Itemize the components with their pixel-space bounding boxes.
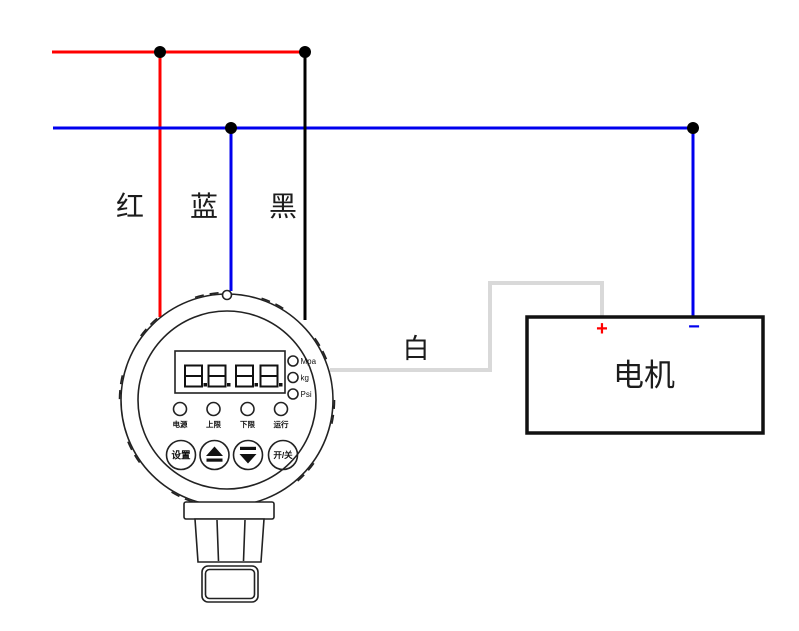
power-lamp-icon bbox=[172, 401, 188, 417]
stem-flange bbox=[183, 501, 275, 520]
mpa-led-icon bbox=[287, 355, 299, 367]
run-lamp-icon bbox=[273, 401, 289, 417]
button-row: 设置 开/关 bbox=[165, 439, 299, 471]
junction-dot bbox=[154, 46, 166, 58]
unit-label-mpa: Mpa bbox=[301, 357, 317, 366]
gauge-face-ring bbox=[137, 310, 317, 490]
gauge-stem bbox=[183, 501, 275, 603]
motor-name-label: 电机 bbox=[613, 358, 675, 393]
stem-thread-inner-line bbox=[204, 568, 256, 600]
set-button: 设置 bbox=[165, 439, 197, 471]
pressure-controller: 8.8.8.8 Mpa kg bbox=[118, 289, 336, 603]
white-signal-wire bbox=[330, 281, 604, 372]
display-frame bbox=[174, 350, 286, 394]
bezel-notches bbox=[118, 291, 336, 509]
up-button bbox=[199, 439, 230, 471]
status-indicators: 电源 上限 下限 运行 bbox=[172, 401, 289, 429]
wire-labels: 红 蓝 黑 白 bbox=[116, 191, 430, 364]
junction-dot bbox=[687, 122, 699, 134]
kg-led-icon bbox=[287, 371, 299, 384]
power-button: 开/关 bbox=[267, 439, 299, 471]
junction-dot bbox=[299, 46, 311, 58]
up-arrow-icon bbox=[206, 446, 223, 462]
bezel-top-tab bbox=[221, 289, 233, 301]
black-wire-label: 黑 bbox=[269, 192, 297, 223]
motor-negative-terminal: − bbox=[688, 316, 700, 338]
red-wire-label: 红 bbox=[116, 191, 144, 223]
white-wire-label: 白 bbox=[403, 334, 430, 364]
junction-dot bbox=[225, 122, 237, 134]
seven-segment-digit bbox=[207, 364, 231, 388]
blue-wire-label: 蓝 bbox=[190, 191, 218, 223]
stem-thread-body bbox=[201, 565, 259, 603]
lower-limit-lamp-icon bbox=[240, 401, 255, 417]
run-lamp-label: 运行 bbox=[274, 419, 289, 429]
seven-segment-digit bbox=[259, 364, 283, 388]
gauge-bezel bbox=[120, 293, 334, 507]
lower-limit-lamp-label: 下限 bbox=[240, 420, 255, 429]
junction-dots bbox=[154, 46, 699, 134]
motor-positive-terminal: + bbox=[596, 318, 608, 340]
power-button-label: 开/关 bbox=[273, 450, 293, 460]
down-arrow-icon bbox=[239, 446, 257, 464]
seven-segment-digit bbox=[184, 364, 207, 388]
psi-led-icon bbox=[287, 388, 299, 400]
stem-hex-nut bbox=[194, 518, 265, 563]
unit-label-psi: Psi bbox=[301, 390, 312, 399]
unit-label-kg: kg bbox=[301, 374, 309, 383]
motor: + − 电机 bbox=[525, 315, 765, 435]
set-button-label: 设置 bbox=[171, 450, 191, 462]
seven-segment-digit bbox=[235, 364, 258, 388]
motor-box bbox=[525, 315, 765, 435]
wiring bbox=[52, 46, 699, 372]
upper-limit-lamp-icon bbox=[206, 401, 221, 417]
lcd-display: 8.8.8.8 bbox=[174, 350, 286, 394]
upper-limit-lamp-label: 上限 bbox=[206, 419, 221, 429]
hex-facet-lines bbox=[216, 519, 246, 562]
power-lamp-label: 电源 bbox=[173, 419, 188, 429]
unit-leds: Mpa kg Psi bbox=[287, 355, 317, 400]
down-button bbox=[232, 439, 264, 471]
